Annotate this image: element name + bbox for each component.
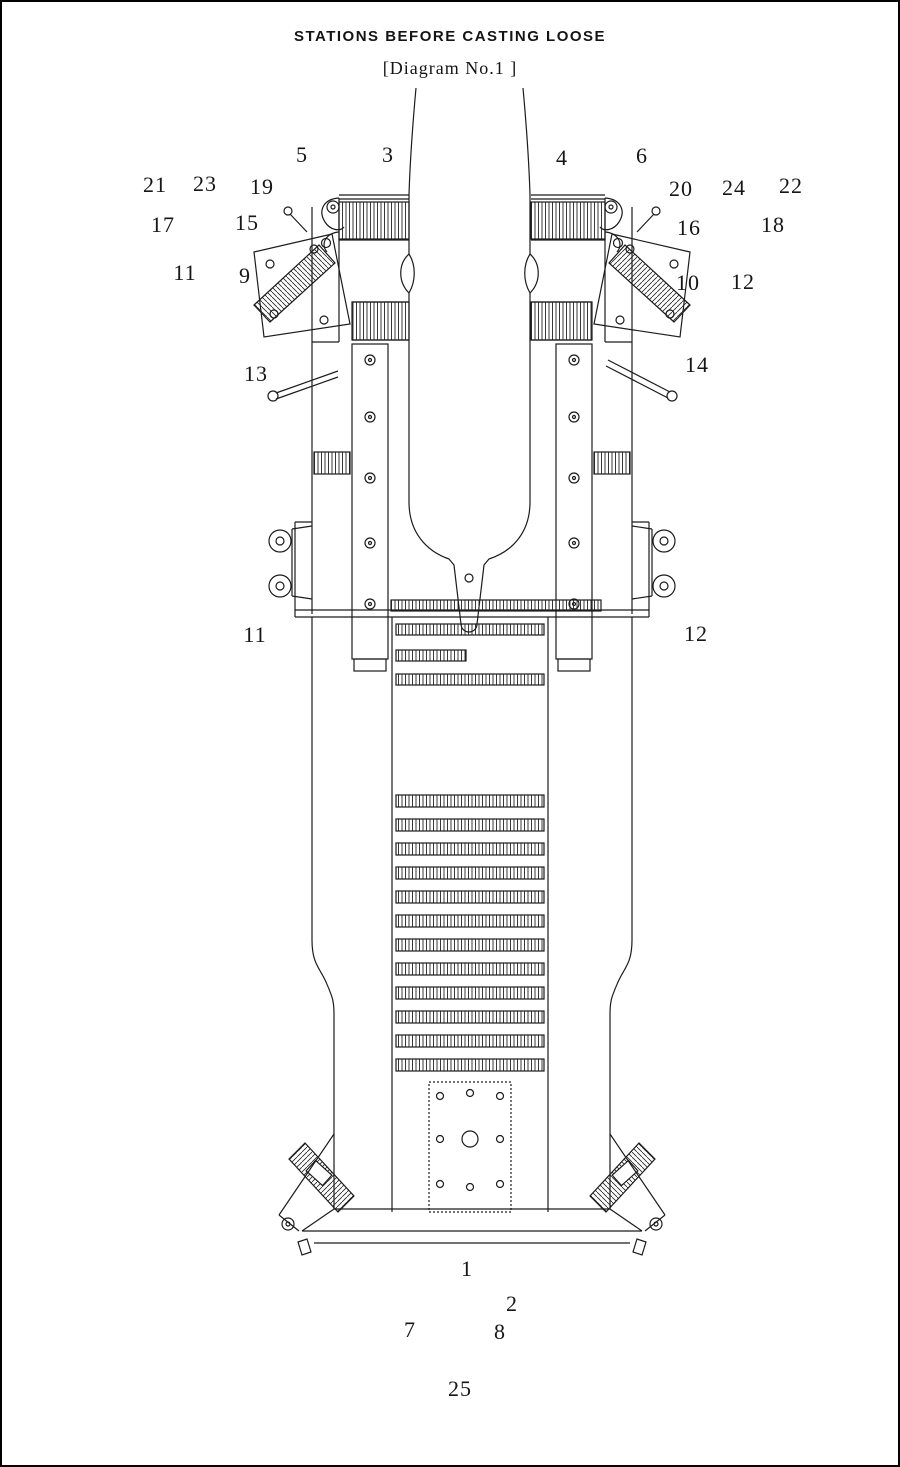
slide-slot — [400, 195, 539, 633]
page-subtitle: [Diagram No.1 ] — [382, 58, 518, 78]
bedplate — [294, 207, 650, 618]
left-training-rod — [267, 370, 339, 402]
access-panel — [428, 1081, 512, 1213]
right-training-rod — [605, 359, 678, 402]
gun-barrel — [408, 87, 531, 196]
left-clover-bracket — [268, 525, 313, 600]
left-cheek-plate — [253, 206, 351, 338]
lower-body — [311, 617, 633, 1212]
top-ears — [320, 197, 624, 253]
right-guide-rail — [555, 343, 593, 672]
left-guide-rail — [351, 343, 389, 672]
grating-slats — [390, 599, 602, 1072]
top-transom — [312, 194, 632, 343]
right-clover-bracket — [631, 525, 676, 600]
right-cheek-plate — [593, 206, 691, 338]
right-corner-brace — [589, 1133, 666, 1256]
left-corner-brace — [278, 1133, 355, 1256]
page-title: STATIONS BEFORE CASTING LOOSE — [293, 28, 607, 45]
bottom-frame — [301, 1208, 643, 1244]
